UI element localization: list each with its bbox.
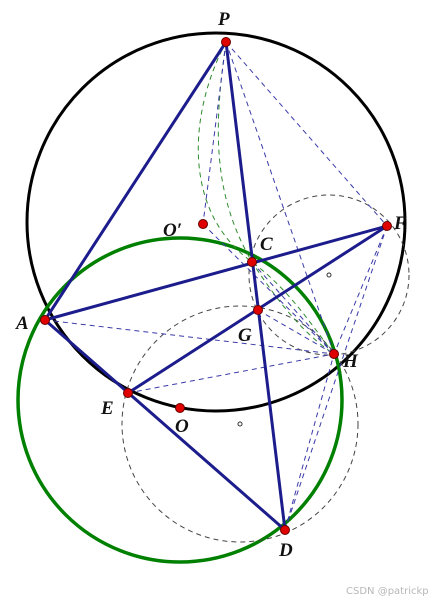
main-circle <box>25 31 407 413</box>
point-Oprime <box>198 219 208 229</box>
solid-lines <box>43 40 389 532</box>
label-D: D <box>278 540 293 561</box>
label-H: H <box>342 351 359 372</box>
center-dot-lower <box>237 421 243 427</box>
watermark: CSDN @patrickpdx <box>346 586 429 597</box>
label-A: A <box>15 313 29 334</box>
label-E: E <box>100 398 114 419</box>
dashed-lines <box>44 41 388 531</box>
points <box>40 37 392 535</box>
point-D <box>280 525 290 535</box>
green-dashed-arc-left <box>197 41 335 355</box>
point-O <box>175 403 185 413</box>
label-O: O <box>175 416 189 437</box>
label-C: C <box>260 234 273 255</box>
label-G: G <box>238 325 252 346</box>
label-P: P <box>217 9 230 30</box>
point-C <box>247 257 257 267</box>
center-dot-right <box>326 272 332 278</box>
point-F <box>382 221 392 231</box>
green-dashed-arc-inner <box>217 41 335 355</box>
label-Oprime: O′ <box>163 220 182 241</box>
green-circle <box>16 236 344 564</box>
dashed-circle-lower <box>121 305 359 543</box>
point-P <box>221 37 231 47</box>
point-H <box>329 349 339 359</box>
point-A <box>40 315 50 325</box>
point-G <box>253 305 263 315</box>
dashed-circle-right <box>248 194 410 356</box>
label-F: F <box>393 213 407 234</box>
point-E <box>123 388 133 398</box>
